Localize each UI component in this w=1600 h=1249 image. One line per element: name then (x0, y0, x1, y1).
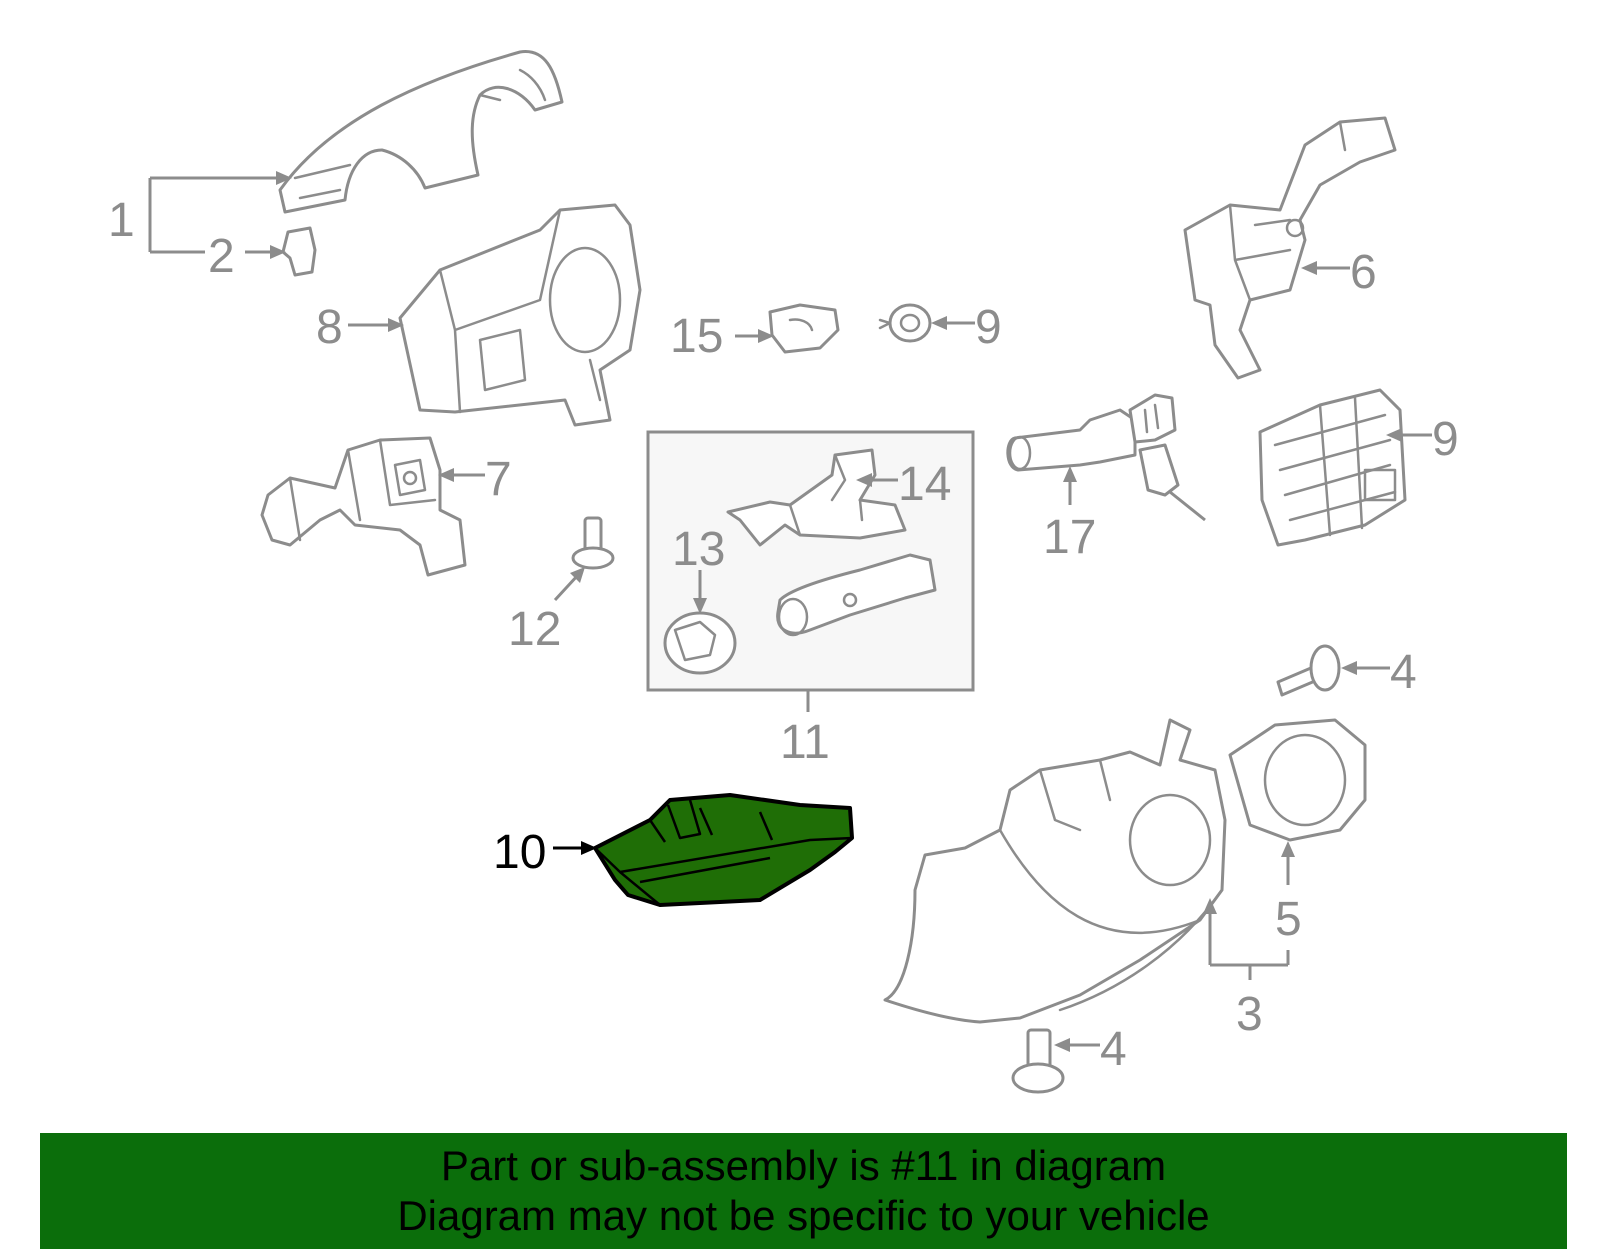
callout-17-label: 17 (1043, 511, 1096, 564)
part-8-column-module-housing[interactable] (398, 203, 642, 427)
callout-16-label: 15 (670, 310, 723, 363)
callout-6-arrow (1301, 261, 1350, 275)
callout-14-arrow (693, 570, 707, 614)
callout-4b-arrow (1054, 1038, 1100, 1052)
part-14-lock-cylinder-cap[interactable] (663, 611, 737, 675)
parts-diagram: 1 2 8 15 9 (108, 50, 1459, 1094)
part-3-lower-column-cover[interactable] (883, 718, 1227, 1024)
callout-10-arrow (931, 316, 975, 330)
callout-7-arrow (438, 468, 485, 482)
part-lock-cylinder-housing[interactable] (776, 553, 937, 637)
part-12-lock-kit-box[interactable] (646, 430, 975, 692)
callout-16-arrow (735, 329, 774, 343)
callout-4a-label: 4 (1390, 646, 1417, 699)
callout-9-arrow (1386, 428, 1432, 442)
callout-6-label: 6 (1350, 246, 1377, 299)
part-4-bolt-upper[interactable] (1276, 644, 1341, 697)
callout-15-label: 14 (898, 458, 951, 511)
callout-12-label: 11 (780, 716, 830, 769)
banner-line-part-number: Part or sub-assembly is #11 in diagram (440, 1142, 1167, 1189)
callout-14-label: 13 (672, 523, 725, 576)
part-16-sensor[interactable] (768, 303, 840, 354)
callout-8-arrow (348, 318, 404, 332)
callout-2-label: 2 (208, 230, 235, 283)
part-13-screw[interactable] (571, 516, 615, 570)
part-2-clip[interactable] (281, 226, 317, 277)
callout-10-label: 9 (975, 301, 1002, 354)
callout-4b-label: 4 (1100, 1023, 1127, 1076)
part-1-upper-column-cover[interactable] (278, 50, 564, 214)
callout-3-bracket (1203, 898, 1290, 980)
part-4-bolt-lower[interactable] (1011, 1028, 1065, 1094)
part-17-ignition-switch[interactable] (1006, 393, 1206, 522)
callout-13-arrow (553, 567, 585, 602)
callout-8-label: 8 (316, 301, 343, 354)
callout-1-label: 1 (108, 194, 135, 247)
callout-4a-arrow (1341, 661, 1390, 675)
callout-5-arrow (1281, 841, 1295, 885)
callout-17-arrow (1063, 466, 1077, 505)
callout-15-arrow (856, 473, 898, 487)
callout-3-label: 3 (1236, 988, 1263, 1041)
callout-7-label: 7 (485, 453, 512, 506)
part-7-turn-signal-switch[interactable] (260, 436, 467, 577)
callout-13-label: 12 (508, 603, 561, 656)
disclaimer-banner: Part or sub-assembly is #11 in diagram D… (40, 1133, 1567, 1249)
banner-line-disclaimer: Diagram may not be specific to your vehi… (397, 1192, 1210, 1239)
callout-9-label: 9 (1432, 413, 1459, 466)
part-9-control-module[interactable] (1258, 388, 1407, 547)
callout-1-bracket (148, 171, 292, 254)
part-6-wiper-switch[interactable] (1183, 116, 1397, 380)
part-5-trim-ring[interactable] (1228, 718, 1367, 842)
callout-11-arrow (553, 841, 597, 855)
part-15-bracket[interactable] (726, 448, 907, 547)
callout-2-arrow (245, 245, 286, 259)
callout-11-label: 10 (493, 826, 546, 879)
part-11-control-module-highlighted[interactable] (593, 793, 854, 907)
part-10-nut[interactable] (878, 303, 932, 343)
callout-5-label: 5 (1275, 893, 1302, 946)
